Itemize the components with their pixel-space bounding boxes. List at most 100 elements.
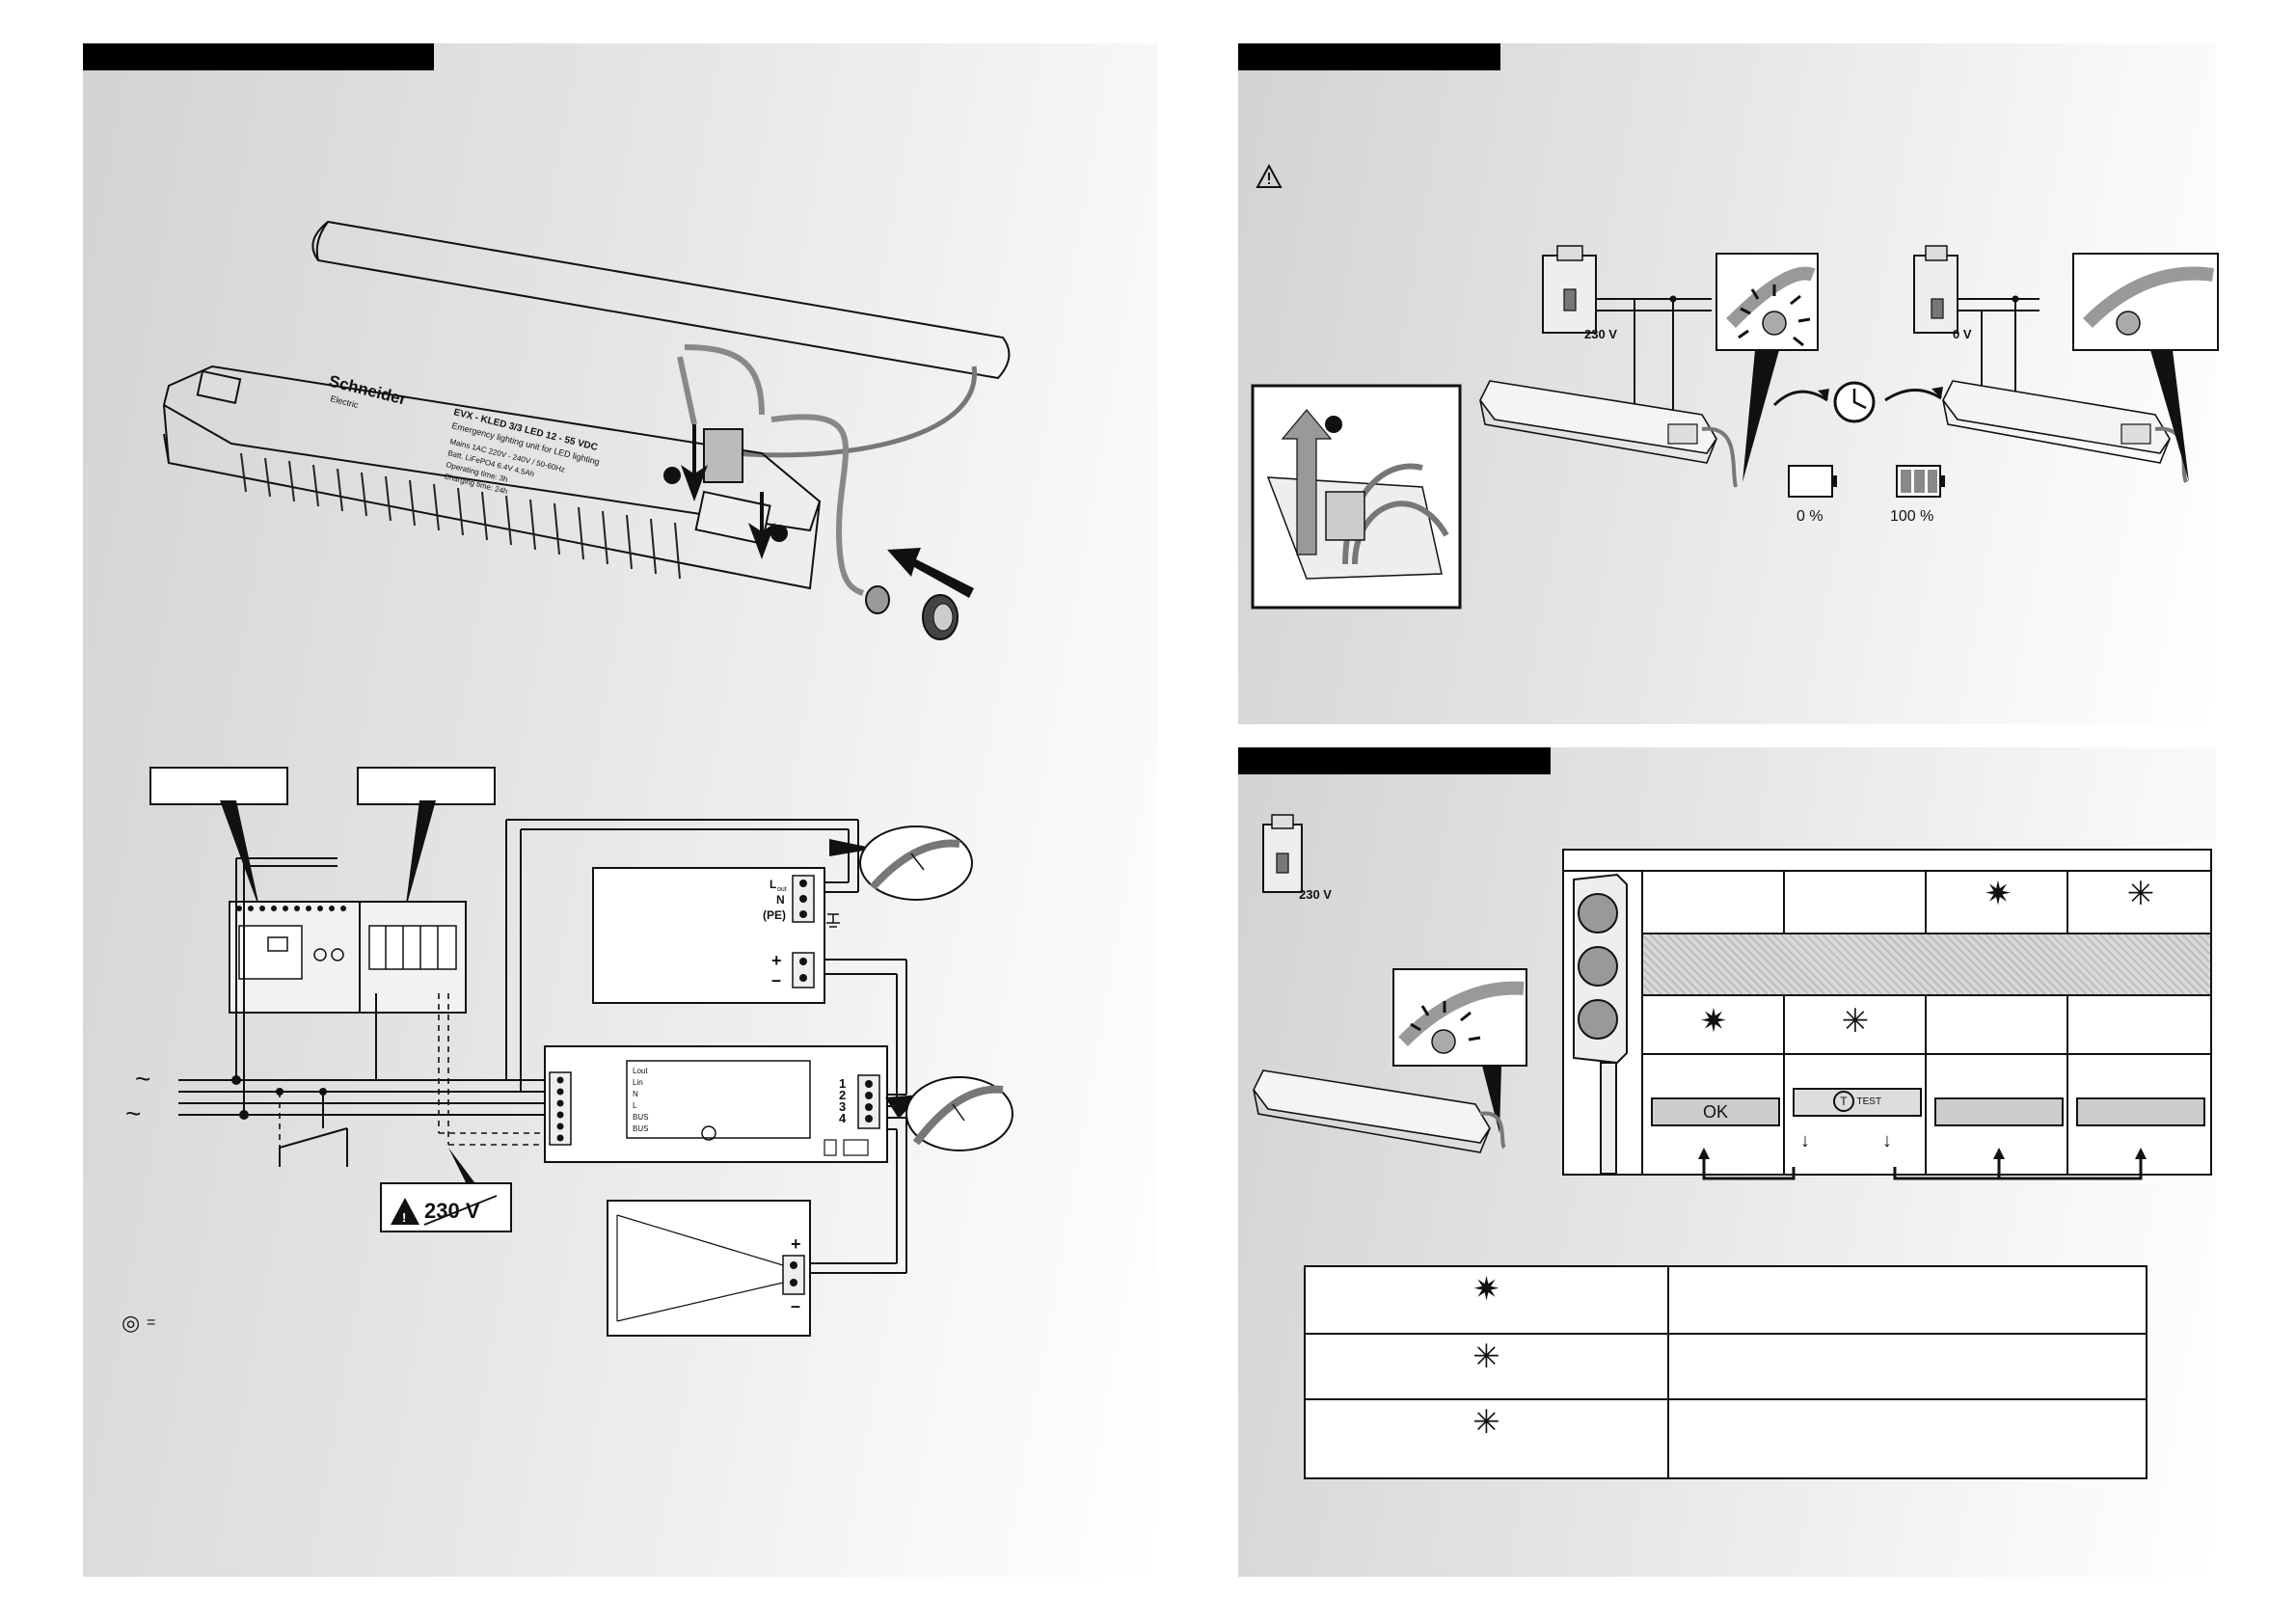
flow-arrow-1 xyxy=(1772,390,1828,407)
legend-row-2-desc xyxy=(1667,1333,2147,1400)
legend-row-1-symbol: ✷ xyxy=(1304,1265,1669,1335)
unit-charged xyxy=(1942,380,2188,483)
driver-minus: – xyxy=(771,970,781,989)
traffic-light-icon xyxy=(1573,873,1628,1175)
driver-term-l-sub: out xyxy=(777,886,787,893)
strip-plus: + xyxy=(791,1234,801,1254)
disconnect-inset xyxy=(1251,384,1462,609)
breaker-on: 230 V xyxy=(1542,245,1617,341)
product-illustration: Schneider Electric EVX - KLED 3/3 LED 12… xyxy=(162,220,1011,640)
module-term-3: L xyxy=(633,1101,637,1110)
driver-term-l: L xyxy=(770,878,776,891)
module-num-3: 3 xyxy=(839,1099,846,1114)
breaker-off: 0 V xyxy=(1913,245,1972,341)
status-unit xyxy=(1253,1069,1506,1153)
cable-callout-2 xyxy=(885,1076,1013,1151)
grid-sym-bottom-2: ✳ xyxy=(1841,1002,1870,1041)
legend-equals: = xyxy=(147,1314,155,1331)
arrow-down-1: ↓ xyxy=(1800,1130,1810,1151)
cell-test-badge: T xyxy=(1832,1091,1854,1113)
step-dot-1 xyxy=(663,467,681,484)
cable-callout-1 xyxy=(829,826,973,901)
unit-charging xyxy=(1479,380,1738,488)
insert-arrow-1 xyxy=(681,424,708,501)
grid-sym-top-4: ✳ xyxy=(2126,875,2155,913)
legend-sym-blink-1: ✳ xyxy=(1472,1338,1500,1376)
status-row-hatched xyxy=(1643,933,2210,996)
legend-sym-on: ✷ xyxy=(1472,1270,1500,1309)
led-driver-box: L out N (PE) + – xyxy=(592,867,840,1004)
battery-empty-icon: 0 % xyxy=(1788,465,1837,525)
charging-diagram: 230 V 0 % 100 % xyxy=(1251,245,2219,609)
battery-connector xyxy=(677,344,765,483)
led-strip-module: + – xyxy=(607,1200,811,1337)
legend-sym-blink-2: ✳ xyxy=(1472,1403,1500,1442)
grid-sym-bottom-1: ✷ xyxy=(1699,1002,1728,1041)
callout-pointer-1 xyxy=(220,800,260,911)
module-term-5: BUS xyxy=(633,1124,648,1133)
callout-pointer-2 xyxy=(405,800,436,911)
legend-row-3-symbol: ✳ xyxy=(1304,1398,1669,1479)
battery-cable xyxy=(732,365,977,458)
module-term-0: Lout xyxy=(633,1067,648,1075)
led-zoom-steady xyxy=(2072,253,2219,482)
ac-symbol-1: ~ xyxy=(135,1064,150,1094)
legend-row-1-desc xyxy=(1667,1265,2147,1335)
status-led-zoom xyxy=(1392,968,1527,1133)
driver-term-n: N xyxy=(776,893,785,907)
timer-icon xyxy=(1833,381,1876,423)
cell-ok-device: OK xyxy=(1651,1097,1780,1126)
arrow-down-2: ↓ xyxy=(1882,1130,1892,1151)
push-arrow xyxy=(887,548,974,598)
left-section-bar-top xyxy=(83,43,434,70)
emergency-module-schematic: 1 2 3 4 Lout Lin N L BUS BUS xyxy=(544,1045,888,1163)
status-left-illustration: 230 V xyxy=(1253,814,1527,1153)
module-term-1: Lin xyxy=(633,1078,643,1087)
cell-test-device: T TEST xyxy=(1793,1088,1922,1117)
wiring-diagram: ~ ~ L out N (PE) + – 1 2 3 4 Lout Lin N … xyxy=(122,800,1013,1337)
svg-text:!: ! xyxy=(402,1210,406,1225)
battery-tube xyxy=(311,220,1011,380)
warning-triangle-icon xyxy=(1256,163,1283,188)
module-term-2: N xyxy=(633,1090,638,1098)
battery-full-icon: 100 % xyxy=(1890,465,1945,525)
module-num-4: 4 xyxy=(839,1111,847,1125)
warning-voltage-text: 230 V xyxy=(424,1199,480,1223)
battery-empty-label: 0 % xyxy=(1796,508,1823,525)
led-indicator xyxy=(865,585,890,614)
status-legend-table: ✷ ✳ ✳ xyxy=(1304,1265,2147,1479)
flow-arrow-2 xyxy=(1884,389,1942,402)
led-cable xyxy=(770,414,865,596)
driver-plus: + xyxy=(771,951,782,970)
right-bottom-section-bar xyxy=(1238,747,1551,774)
battery-full-label: 100 % xyxy=(1890,508,1933,525)
insert-arrow-2 xyxy=(748,492,775,559)
status-breaker: 230 V xyxy=(1262,814,1332,902)
module-num-1: 1 xyxy=(839,1076,846,1091)
cell-test-label: TEST xyxy=(1856,1096,1882,1107)
driver-term-pe: (PE) xyxy=(763,908,786,922)
din-gateway xyxy=(359,901,467,1014)
cell-fault-lamp-device xyxy=(1934,1097,2064,1126)
breaker-off-voltage: 0 V xyxy=(1953,327,1972,341)
status-breaker-voltage: 230 V xyxy=(1299,887,1332,902)
junction-dots xyxy=(231,1075,327,1120)
led-zoom-blinking xyxy=(1715,253,1819,482)
cell-fault-battery-device xyxy=(2076,1097,2205,1126)
step-dot-2 xyxy=(770,525,788,542)
led-ring xyxy=(922,594,959,640)
ac-symbol-2: ~ xyxy=(125,1098,141,1128)
status-grid: ✷ ✳ ✷ ✳ OK T TEST ↓ ↓ xyxy=(1562,849,2212,1176)
breaker-on-voltage: 230 V xyxy=(1584,327,1617,341)
din-controller xyxy=(229,901,361,1014)
cell-ok-label: OK xyxy=(1702,1102,1728,1122)
legend-symbol: ◎ xyxy=(122,1311,140,1335)
legend-row-3-desc xyxy=(1667,1398,2147,1479)
voltage-warning-label: ! 230 V xyxy=(380,1148,512,1232)
module-num-2: 2 xyxy=(839,1088,846,1102)
grid-sym-top-3: ✷ xyxy=(1984,875,2012,913)
status-flow-arrows xyxy=(1698,1148,2147,1180)
module-term-4: BUS xyxy=(633,1113,648,1122)
right-top-panel xyxy=(1238,43,2216,724)
label-box-1 xyxy=(149,767,288,805)
